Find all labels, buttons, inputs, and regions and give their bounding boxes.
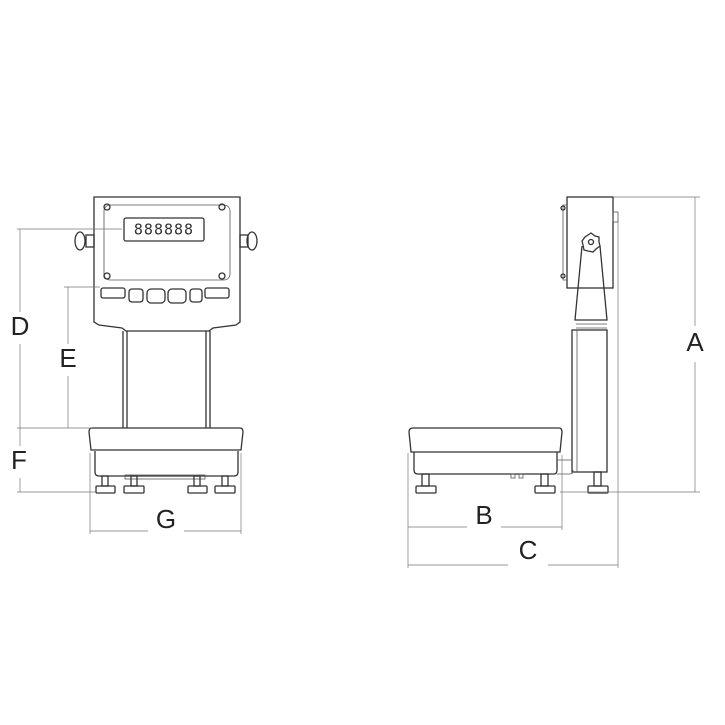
indicator-head-side [560, 196, 619, 289]
front-view: 888888 [6, 196, 258, 536]
label-b: B [475, 500, 492, 530]
indicator-head: 888888 [74, 196, 258, 332]
knob-icon-side [581, 232, 601, 253]
dimension-e: E [55, 286, 100, 428]
dimension-f: F [7, 427, 96, 493]
display-readout: 888888 [134, 221, 194, 239]
platform-side [408, 427, 574, 475]
column [122, 331, 211, 428]
dimension-g: G [89, 453, 242, 536]
label-e: E [59, 343, 76, 373]
dimension-b: B [407, 453, 563, 568]
platform [88, 427, 244, 480]
label-c: C [519, 535, 538, 565]
label-g: G [156, 504, 176, 534]
label-a: A [686, 327, 704, 357]
label-f: F [11, 445, 27, 475]
side-view: A B C [407, 196, 710, 568]
label-d: D [11, 311, 30, 341]
dimension-a: A [560, 196, 710, 493]
feet-side [415, 471, 609, 494]
feet [95, 475, 236, 494]
arm [571, 245, 608, 473]
dimension-d: D [6, 228, 122, 428]
knob-icon-right [239, 231, 258, 251]
dimension-c: C [408, 222, 619, 568]
knob-icon-left [74, 231, 95, 251]
cable-glands [100, 287, 230, 304]
screw-icons [103, 203, 226, 280]
display-window [123, 217, 205, 242]
